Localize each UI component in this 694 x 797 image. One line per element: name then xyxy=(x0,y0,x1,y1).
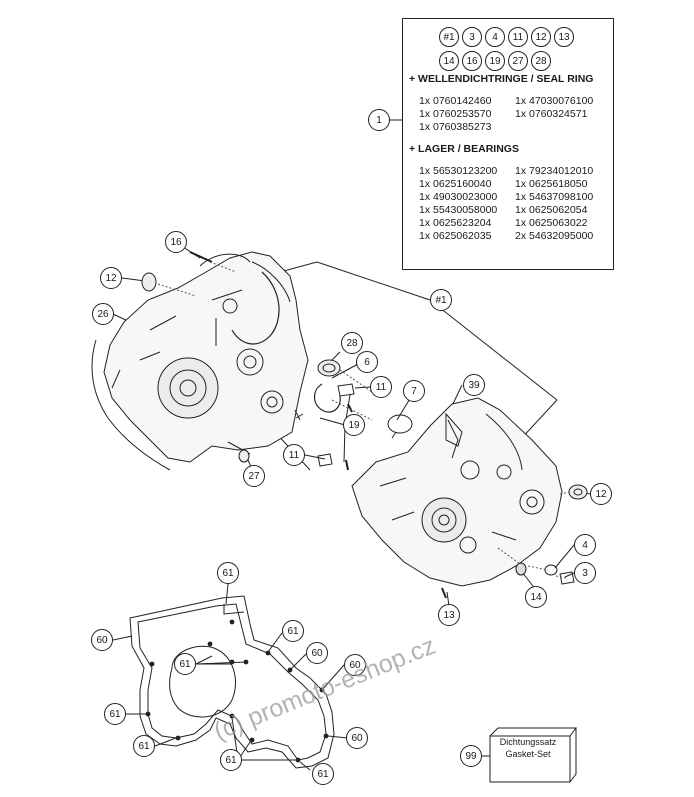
callout-group-1[interactable]: #1 xyxy=(430,289,452,311)
part-number: 1x 0625063022 xyxy=(515,217,588,229)
callout-1[interactable]: 1 xyxy=(368,109,390,131)
included-part-bubble: 28 xyxy=(531,51,551,71)
callout-3[interactable]: 3 xyxy=(574,562,596,584)
part-number: 1x 0625062054 xyxy=(515,204,588,216)
callout-14[interactable]: 14 xyxy=(525,586,547,608)
included-part-bubble: 12 xyxy=(531,27,551,47)
gasket-set-label-de: Dichtungssatz xyxy=(499,737,557,747)
callout-7[interactable]: 7 xyxy=(403,380,425,402)
callout-12[interactable]: 12 xyxy=(100,267,122,289)
callout-99[interactable]: 99 xyxy=(460,745,482,767)
callout-28[interactable]: 28 xyxy=(341,332,363,354)
part-number: 1x 54637098100 xyxy=(515,191,594,203)
included-part-bubble: 14 xyxy=(439,51,459,71)
callout-61[interactable]: 61 xyxy=(217,562,239,584)
callout-6[interactable]: 6 xyxy=(356,351,378,373)
included-parts-row-1: #1 3 4 11 12 13 xyxy=(439,27,574,47)
included-part-bubble: 16 xyxy=(462,51,482,71)
callout-61[interactable]: 61 xyxy=(312,763,334,785)
seal-ring-title: + WELLENDICHTRINGE / SEAL RING xyxy=(409,73,594,85)
included-part-bubble: 11 xyxy=(508,27,528,47)
parts-info-box: #1 3 4 11 12 13 14 16 19 27 28 + WELLEND… xyxy=(402,18,614,270)
included-parts-row-2: 14 16 19 27 28 xyxy=(439,51,551,71)
part-number: 1x 49030023000 xyxy=(419,191,498,203)
part-number: 1x 0625623204 xyxy=(419,217,492,229)
callout-61[interactable]: 61 xyxy=(220,749,242,771)
part-number: 1x 55430058000 xyxy=(419,204,498,216)
part-number: 1x 0760385273 xyxy=(419,121,492,133)
part-number: 1x 0760253570 xyxy=(419,108,492,120)
callout-60[interactable]: 60 xyxy=(344,654,366,676)
callout-19[interactable]: 19 xyxy=(343,414,365,436)
bearings-title: + LAGER / BEARINGS xyxy=(409,143,519,155)
callout-11[interactable]: 11 xyxy=(370,376,392,398)
gasket-set-label-en: Gasket-Set xyxy=(505,749,551,759)
included-part-bubble: 19 xyxy=(485,51,505,71)
part-number: 1x 0625618050 xyxy=(515,178,588,190)
callout-26[interactable]: 26 xyxy=(92,303,114,325)
included-part-bubble: 13 xyxy=(554,27,574,47)
included-part-bubble: 3 xyxy=(462,27,482,47)
bearings-list: 1x 56530123200 1x 79234012010 1x 0625160… xyxy=(419,165,611,243)
part-number: 1x 56530123200 xyxy=(419,165,498,177)
gasket-set-label: Dichtungssatz Gasket-Set xyxy=(492,736,564,760)
callout-61[interactable]: 61 xyxy=(133,735,155,757)
callout-4[interactable]: 4 xyxy=(574,534,596,556)
part-number: 2x 54632095000 xyxy=(515,230,594,242)
callout-61[interactable]: 61 xyxy=(282,620,304,642)
part-number: 1x 0625160040 xyxy=(419,178,492,190)
callout-11[interactable]: 11 xyxy=(283,444,305,466)
callout-60[interactable]: 60 xyxy=(346,727,368,749)
callout-13[interactable]: 13 xyxy=(438,604,460,626)
included-part-bubble: 27 xyxy=(508,51,528,71)
seal-ring-list: 1x 0760142460 1x 47030076100 1x 07602535… xyxy=(419,95,611,134)
part-number: 1x 47030076100 xyxy=(515,95,594,107)
callout-60[interactable]: 60 xyxy=(91,629,113,651)
callout-16[interactable]: 16 xyxy=(165,231,187,253)
part-number: 1x 0760324571 xyxy=(515,108,588,120)
part-number: 1x 79234012010 xyxy=(515,165,594,177)
part-number: 1x 0625062035 xyxy=(419,230,492,242)
callout-12[interactable]: 12 xyxy=(590,483,612,505)
callout-61[interactable]: 61 xyxy=(104,703,126,725)
callout-39[interactable]: 39 xyxy=(463,374,485,396)
part-number: 1x 0760142460 xyxy=(419,95,492,107)
callout-60[interactable]: 60 xyxy=(306,642,328,664)
callout-61[interactable]: 61 xyxy=(174,653,196,675)
callout-27[interactable]: 27 xyxy=(243,465,265,487)
included-part-bubble: #1 xyxy=(439,27,459,47)
included-part-bubble: 4 xyxy=(485,27,505,47)
